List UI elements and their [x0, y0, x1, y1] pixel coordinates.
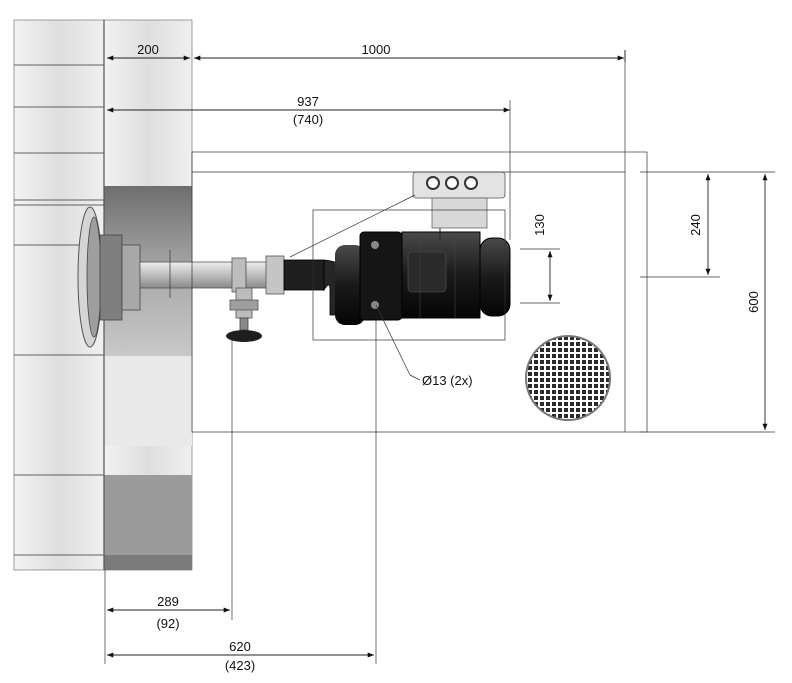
dimensions: 200 1000 937 (740) 240 130 600 Ø13 (2x) …	[104, 42, 775, 673]
dim-foot-distance: 620	[229, 639, 251, 654]
control-box	[412, 171, 506, 240]
cable-gland-icon	[464, 176, 478, 190]
dim-total-height: 600	[746, 291, 761, 313]
dim-height-top: 240	[688, 214, 703, 236]
cable-gland-icon	[445, 176, 459, 190]
cable-gland-icon	[426, 176, 440, 190]
dim-wall-thickness: 200	[137, 42, 159, 57]
dim-total-length: 1000	[362, 42, 391, 57]
bolt-hole-icon	[371, 301, 379, 309]
motor	[401, 231, 511, 319]
wall-inlet-fitting	[77, 206, 141, 348]
dim-motor-offset: 130	[532, 214, 547, 236]
vent-grille	[525, 335, 611, 421]
pump-outline	[312, 209, 506, 341]
shutoff-valve	[226, 287, 262, 342]
cover-outline	[191, 151, 648, 433]
dim-valve-distance-alt: (92)	[156, 616, 179, 631]
dim-foot-distance-alt: (423)	[225, 658, 255, 673]
pump-housing	[335, 231, 403, 325]
dim-pump-length-alt: (740)	[293, 112, 323, 127]
bolt-hole-label: Ø13 (2x)	[422, 373, 473, 388]
bolt-hole-icon	[371, 241, 379, 249]
dim-pump-length: 937	[297, 94, 319, 109]
dim-valve-distance: 289	[157, 594, 179, 609]
